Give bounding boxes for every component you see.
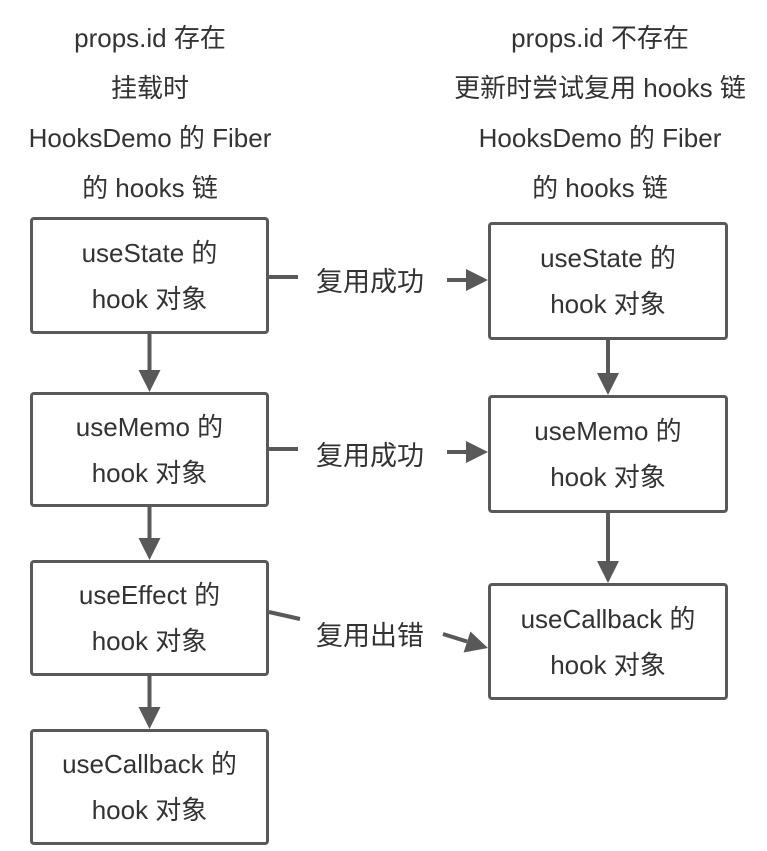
node-label-line: useState 的	[81, 237, 218, 268]
node-label-line: hook 对象	[91, 626, 208, 656]
right-header-line-3: HooksDemo 的 Fiber	[478, 123, 722, 153]
arrow-left-2-3	[138, 507, 161, 560]
node-label-line: hook 对象	[550, 289, 666, 319]
node-label-line: useCallback 的	[520, 603, 696, 634]
right-header-line-2: 更新时尝试复用 hooks 链	[454, 73, 746, 103]
node-label-line: hook 对象	[91, 283, 208, 314]
node-label-line: useMemo 的	[75, 411, 224, 442]
arrow-right-2-3	[597, 513, 619, 583]
node-label-line: useMemo 的	[534, 416, 682, 446]
right-column-header: props.id 不存在 更新时尝试复用 hooks 链 HooksDemo 的…	[432, 13, 767, 213]
node-left-usestate: useState 的 hook 对象	[30, 217, 269, 334]
left-header-line-2: 挂载时	[110, 73, 189, 103]
node-right-usecallback: useCallback 的 hook 对象	[488, 583, 728, 700]
edge-label-reuse-success-1: 复用成功	[316, 267, 424, 297]
right-header-line-4: 的 hooks 链	[532, 173, 668, 203]
node-label-line: useCallback 的	[62, 749, 237, 779]
right-header-line-1: props.id 不存在	[511, 23, 689, 53]
node-label-line: hook 对象	[550, 462, 666, 492]
node-left-usememo: useMemo 的 hook 对象	[30, 392, 269, 507]
node-right-usememo: useMemo 的 hook 对象	[488, 395, 728, 513]
left-header-line-1: props.id 存在	[74, 23, 226, 53]
node-label-line: useState 的	[540, 243, 676, 273]
arrow-left-3-4	[138, 676, 161, 729]
node-label-line: useEffect 的	[78, 580, 221, 610]
edge-label-reuse-error: 复用出错	[316, 621, 424, 651]
left-column-header: props.id 存在 挂载时 HooksDemo 的 Fiber 的 hook…	[4, 13, 296, 213]
node-left-usecallback: useCallback 的 hook 对象	[30, 729, 269, 845]
node-right-usestate: useState 的 hook 对象	[488, 222, 728, 340]
node-left-useeffect: useEffect 的 hook 对象	[30, 560, 269, 676]
node-label-line: hook 对象	[91, 795, 208, 825]
arrow-left-1-2	[138, 334, 161, 392]
node-label-line: hook 对象	[550, 649, 666, 680]
left-header-line-4: 的 hooks 链	[82, 173, 218, 203]
left-header-line-3: HooksDemo 的 Fiber	[28, 123, 272, 153]
edge-label-reuse-success-2: 复用成功	[316, 441, 424, 471]
node-label-line: hook 对象	[91, 457, 208, 488]
arrow-right-1-2	[597, 340, 619, 395]
